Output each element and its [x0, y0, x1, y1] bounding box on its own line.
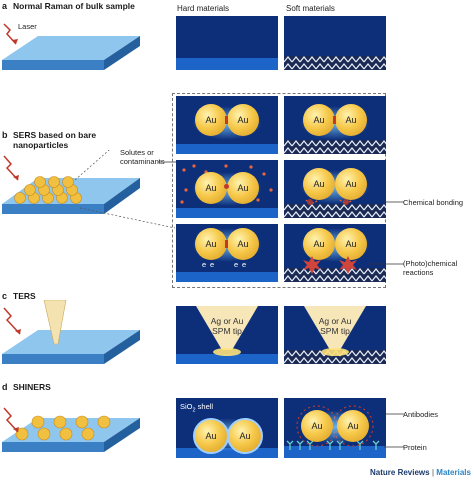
- header-hard-materials: Hard materials: [177, 4, 230, 13]
- contaminant-dots: [180, 164, 273, 204]
- header-soft-materials: Soft materials: [286, 4, 335, 13]
- section-d-letter: d: [2, 382, 8, 392]
- reaction-burst-marks: [303, 256, 357, 274]
- section-c-letter: c: [2, 291, 8, 301]
- section-d-title: SHINERS: [13, 382, 51, 392]
- panel-d-hard: SiO2 shell Au Au: [176, 398, 278, 458]
- spm-tip: [196, 306, 258, 356]
- electron-label: e: [202, 260, 207, 269]
- photochemical-pointer: [370, 263, 404, 265]
- section-a-title: Normal Raman of bulk sample: [13, 1, 135, 11]
- panel-d-soft: Au Au: [284, 398, 386, 458]
- au-particle: Au: [303, 228, 335, 260]
- sio2-shell-label: SiO2 shell: [180, 402, 214, 414]
- solutes-label-2: contaminants: [120, 157, 165, 166]
- panel-c-soft: Ag or Au SPM tip: [284, 306, 386, 364]
- panel-c-hard: Ag or Au SPM tip: [176, 306, 278, 364]
- au-particle: Au: [335, 168, 367, 200]
- chemical-bond-marks: [305, 199, 353, 205]
- electron-label: e: [242, 260, 247, 269]
- section-b-title-2: nanoparticles: [13, 140, 69, 150]
- solutes-label-1: Solutes or: [120, 148, 154, 157]
- panel-b2-hard: Au Au: [176, 160, 278, 218]
- section-b-title-1: SERS based on bare: [13, 130, 97, 140]
- au-particle: Au: [227, 104, 259, 136]
- antibody-protein-marks: [284, 405, 386, 458]
- journal-credit: Nature Reviews | Materials: [370, 468, 471, 477]
- au-particle: Au: [195, 228, 227, 260]
- au-particle: Au: [227, 228, 259, 260]
- electron-label: e: [210, 260, 215, 269]
- tip-label-1: Ag or Au: [318, 316, 352, 326]
- section-c-title: TERS: [13, 291, 36, 301]
- panel-b2-soft: Au Au: [284, 160, 386, 218]
- tip-label-2: SPM tip: [320, 326, 350, 336]
- soft-lattice: [284, 56, 386, 70]
- section-b-letter: b: [2, 130, 8, 140]
- laser-label: Laser: [18, 22, 37, 31]
- panel-b1-soft: Au Au: [284, 96, 386, 154]
- panel-a-hard: [176, 16, 278, 70]
- antibodies-pointer: [384, 413, 404, 415]
- antibodies-label: Antibodies: [403, 410, 439, 419]
- section-a-letter: a: [2, 1, 8, 11]
- protein-pointer: [384, 446, 404, 448]
- panel-b3-hard: Au Au e e e e: [176, 224, 278, 282]
- panel-a-soft: [284, 16, 386, 70]
- au-particle: Au: [303, 168, 335, 200]
- au-particle: Au: [301, 410, 333, 442]
- panel-b1-hard: Au Au: [176, 96, 278, 154]
- tip-label-2: SPM tip: [212, 326, 242, 336]
- au-particle: Au: [195, 104, 227, 136]
- au-particle: Au: [193, 418, 229, 454]
- au-particle: Au: [227, 172, 259, 204]
- photochemical-label-1: (Photo)chemical: [403, 259, 458, 268]
- ters-sample-illustration: [2, 300, 140, 364]
- au-particle: Au: [195, 172, 227, 204]
- spm-tip: [304, 306, 366, 356]
- au-particle: Au: [337, 410, 369, 442]
- au-particle: Au: [227, 418, 263, 454]
- tip-label-1: Ag or Au: [210, 316, 244, 326]
- photochemical-label-2: reactions: [403, 268, 434, 277]
- au-particle: Au: [335, 228, 367, 260]
- au-particle: Au: [303, 104, 335, 136]
- protein-label: Protein: [403, 443, 427, 452]
- panel-b3-soft: Au Au: [284, 224, 386, 282]
- shiners-sample-illustration: [2, 407, 140, 452]
- chemical-bonding-label: Chemical bonding: [403, 198, 464, 207]
- au-particle: Au: [335, 104, 367, 136]
- sers-sample-illustration: [2, 150, 175, 229]
- bulk-sample-illustration: [2, 23, 140, 70]
- electron-label: e: [234, 260, 239, 269]
- chemical-bonding-pointer: [384, 201, 404, 203]
